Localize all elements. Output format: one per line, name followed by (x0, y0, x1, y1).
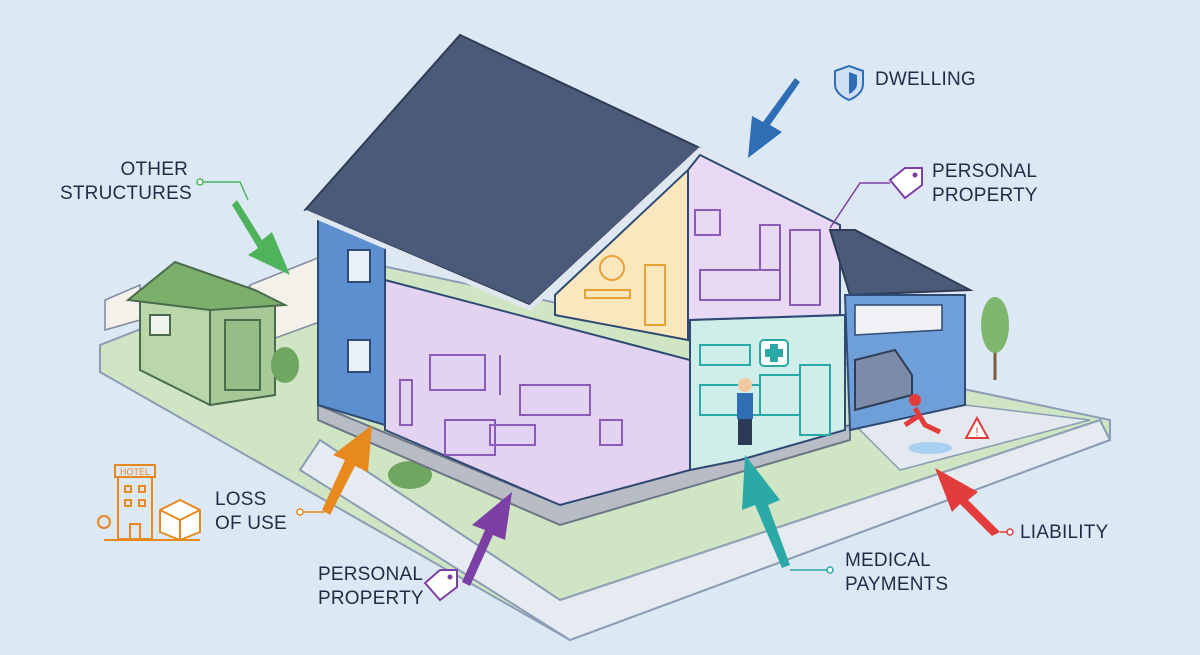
slip-person-icon (903, 394, 952, 454)
label-dwelling: DWELLING (875, 68, 976, 92)
house-left-wall (317, 213, 386, 427)
label-personal-property-top: PERSONAL PROPERTY (932, 160, 1038, 208)
loss-of-use-line1: LOSS (215, 489, 267, 510)
svg-text:!: ! (975, 425, 978, 439)
personal-property-top-line1: PERSONAL (932, 161, 1038, 182)
tag-icon (888, 167, 923, 200)
dwelling-arrow (748, 78, 800, 158)
medical-payments-line1: MEDICAL (845, 550, 931, 571)
dwelling-text: DWELLING (875, 69, 976, 90)
warning-icon: ! (964, 415, 990, 439)
box-icon (159, 498, 201, 542)
personal-property-bottom-line2: PROPERTY (318, 588, 424, 609)
study-furniture (584, 255, 666, 326)
other-structures-line1: OTHER (120, 159, 188, 180)
living-room-furniture (399, 354, 623, 456)
person-icon (737, 378, 753, 445)
sidewalk (298, 418, 1112, 642)
garage-roof (828, 229, 974, 297)
bedroom (687, 153, 841, 322)
other-structures-line2: STRUCTURES (60, 183, 192, 204)
living-room (384, 278, 691, 507)
kitchen-cabinets (699, 344, 831, 436)
shield-icon (834, 64, 864, 102)
personal-property-bottom-arrow (462, 492, 512, 586)
loss-of-use-arrow (322, 425, 372, 515)
hotel-icon (97, 464, 200, 541)
loss-of-use-line2: OF USE (215, 513, 287, 534)
liability-text: LIABILITY (1020, 522, 1109, 543)
medical-payments-arrow (742, 455, 790, 568)
car (854, 348, 913, 412)
label-liability: LIABILITY (1020, 521, 1108, 545)
liability-arrow (935, 468, 1000, 536)
personal-property-top-line2: PROPERTY (932, 185, 1038, 206)
personal-property-bottom-line1: PERSONAL (318, 564, 424, 585)
label-medical-payments: MEDICAL PAYMENTS (845, 549, 948, 597)
medical-cross-icon (759, 339, 789, 367)
hotel-sign: HOTEL (120, 467, 150, 477)
bedroom-furniture (694, 209, 821, 306)
label-personal-property-bottom: PERSONAL PROPERTY (318, 563, 424, 611)
shed (125, 260, 289, 407)
label-loss-of-use: LOSS OF USE (215, 488, 287, 536)
other-structures-arrow (232, 200, 290, 275)
garage-door (854, 304, 943, 336)
bush (271, 347, 299, 383)
tree (981, 297, 1009, 380)
roof-trim (304, 147, 862, 311)
label-other-structures: OTHER STRUCTURES (60, 158, 192, 206)
connector-lines (196, 178, 1014, 574)
medical-payments-line2: PAYMENTS (845, 574, 949, 595)
tag-icon (423, 569, 458, 602)
bush (388, 461, 432, 489)
